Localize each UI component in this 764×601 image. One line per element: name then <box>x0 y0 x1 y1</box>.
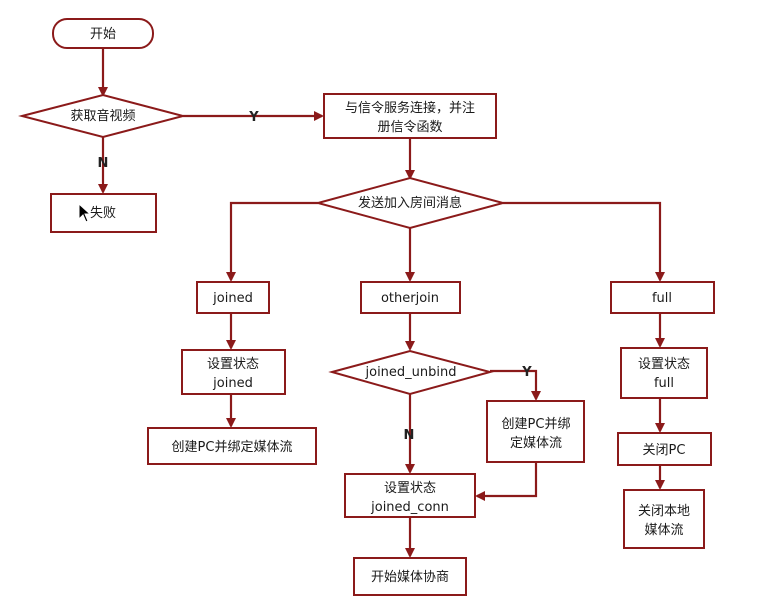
node-connect-signal-line2: 册信令函数 <box>377 120 442 135</box>
node-joined-unbind: joined_unbind <box>328 349 494 396</box>
node-full: full <box>610 281 715 314</box>
edge-send-join-to-full <box>503 201 665 282</box>
node-close-pc-label: 关闭PC <box>643 443 686 458</box>
node-fail: 失败 <box>50 193 157 233</box>
node-send-join-label: 发送加入房间消息 <box>358 195 462 211</box>
node-send-join: 发送加入房间消息 <box>314 176 507 230</box>
node-set-joined-conn-line1: 设置状态 <box>384 481 436 496</box>
node-close-local-line2: 媒体流 <box>644 523 683 538</box>
node-create-pc-mid: 创建PC并绑 定媒体流 <box>486 400 585 463</box>
node-otherjoin: otherjoin <box>360 281 461 314</box>
node-set-full-line1: 设置状态 <box>638 357 690 372</box>
node-create-pc-left: 创建PC并绑定媒体流 <box>147 427 317 465</box>
node-get-media-label: 获取音视频 <box>70 108 135 124</box>
edge-unbind-yes <box>490 369 541 401</box>
node-create-pc-mid-line2: 定媒体流 <box>510 436 562 451</box>
node-create-pc-left-label: 创建PC并绑定媒体流 <box>172 440 293 455</box>
node-full-label: full <box>652 291 672 306</box>
node-set-joined-conn-line2: joined_conn <box>370 500 449 515</box>
node-set-full: 设置状态 full <box>620 347 708 399</box>
node-start: 开始 <box>52 18 154 49</box>
node-set-joined-conn: 设置状态 joined_conn <box>344 473 476 518</box>
node-connect-signal: 与信令服务连接，并注 册信令函数 <box>323 93 497 139</box>
node-set-joined: 设置状态 joined <box>181 349 286 395</box>
node-get-media: 获取音视频 <box>18 93 187 139</box>
edge-label-yes-unbind: Y <box>521 365 532 380</box>
edge-create-pc-mid-to-set-conn <box>475 462 538 501</box>
node-start-negotiation: 开始媒体协商 <box>353 557 467 596</box>
node-close-local: 关闭本地 媒体流 <box>623 489 705 549</box>
node-joined-label: joined <box>212 291 253 306</box>
edges <box>98 48 665 558</box>
node-start-label: 开始 <box>90 27 116 42</box>
cursor-arrow-icon <box>78 202 92 223</box>
node-close-pc: 关闭PC <box>617 432 712 466</box>
node-set-joined-line1: 设置状态 <box>207 357 259 372</box>
node-joined: joined <box>196 281 270 314</box>
node-connect-signal-line1: 与信令服务连接，并注 <box>345 100 475 116</box>
node-create-pc-mid-line1: 创建PC并绑 <box>502 417 571 432</box>
edge-label-no-unbind: N <box>404 428 415 443</box>
edge-label-yes-main: Y <box>248 110 259 125</box>
node-otherjoin-label: otherjoin <box>381 291 439 306</box>
node-set-joined-line2: joined <box>212 376 253 391</box>
node-joined-unbind-label: joined_unbind <box>365 365 457 380</box>
node-fail-label: 失败 <box>90 206 116 221</box>
edge-label-no-main: N <box>98 156 109 171</box>
node-close-local-line1: 关闭本地 <box>638 504 690 519</box>
node-start-negotiation-label: 开始媒体协商 <box>371 570 449 585</box>
edge-send-join-to-joined <box>226 201 318 282</box>
node-set-full-line2: full <box>654 376 674 391</box>
